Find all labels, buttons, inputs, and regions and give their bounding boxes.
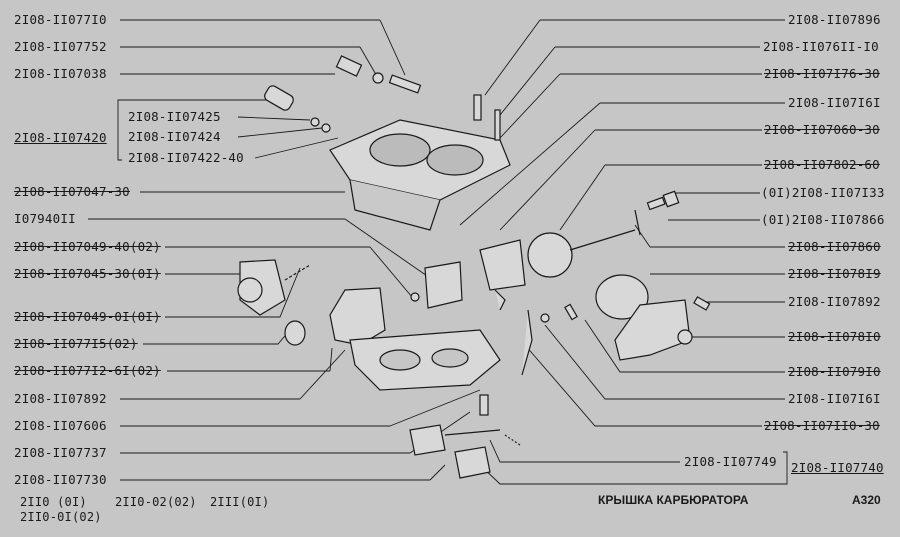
choke-housing — [329, 287, 386, 346]
leader-lines-right — [459, 19, 788, 485]
part-label-discontinued: 2I08-II078I0 — [788, 329, 881, 344]
part-label: 2I08-II07730 — [14, 472, 107, 487]
part-label-discontinued: 2I08-II077I5(02) — [14, 336, 138, 351]
part-label: 2I08-II07749 — [684, 454, 777, 469]
part-label: I07940II — [14, 211, 76, 226]
heater-ring — [595, 274, 649, 320]
part-label: 2I08-II07I6I — [788, 391, 881, 406]
heater-housing — [614, 299, 691, 361]
group-part-label: 2I08-II07424 — [128, 129, 221, 144]
group-part-label: 2I08-II07422-40 — [128, 150, 244, 165]
solenoid-valve — [409, 424, 446, 456]
part-label-discontinued: 2I08-II07860 — [788, 239, 881, 254]
part-label-discontinued: 2I08-II07045-30(0I) — [14, 266, 161, 281]
page-title: КРЫШКА КАРБЮРАТОРА — [598, 493, 749, 507]
part-label: 2I08-II07892 — [14, 391, 107, 406]
diaphragm-plug — [284, 320, 306, 346]
model-applicability: 2II0 (0I) — [20, 495, 87, 509]
choke-diaphragm — [527, 232, 573, 278]
part-label-discontinued: 2I08-II07047-30 — [14, 184, 130, 199]
part-label-discontinued: 2I08-II079I0 — [788, 364, 881, 379]
part-label-discontinued: 2I08-II07II0-30 — [764, 418, 880, 433]
group-label: 2I08-II07420 — [14, 130, 107, 145]
part-label-discontinued: 2I08-II07049-40(02) — [14, 239, 161, 254]
carburetor-parts — [237, 55, 711, 479]
page-code: A320 — [852, 493, 881, 507]
part-label-discontinued: 2I08-II078I9 — [788, 266, 881, 281]
part-label-discontinued: 2I08-II07049-0I(0I) — [14, 309, 161, 324]
part-label: 2I08-II07896 — [788, 12, 881, 27]
part-label: (0I)2I08-II07I33 — [761, 185, 885, 200]
part-label: 2I08-II077I0 — [14, 12, 107, 27]
part-label-discontinued: 2I08-II07I76-30 — [764, 66, 880, 81]
part-label: 2I08-II07892 — [788, 294, 881, 309]
part-label: 2I08-II07I6I — [788, 95, 881, 110]
group-part-label: 2I08-II07425 — [128, 109, 221, 124]
group-label: 2I08-II07740 — [791, 460, 884, 475]
model-applicability: 2III(0I) — [210, 495, 270, 509]
part-label: (0I)2I08-II07866 — [761, 212, 885, 227]
part-label: 2I08-II07737 — [14, 445, 107, 460]
model-applicability: 2II0-0I(02) — [20, 510, 102, 524]
part-label-discontinued: 2I08-II07802-60 — [764, 157, 880, 172]
carburetor-gasket — [349, 329, 501, 391]
gasket-plate — [424, 261, 463, 309]
model-applicability: 2II0-02(02) — [115, 495, 197, 509]
part-label: 2I08-II076II-I0 — [763, 39, 879, 54]
part-label-discontinued: 2I08-II077I2-6I(02) — [14, 363, 161, 378]
part-label: 2I08-II07752 — [14, 39, 107, 54]
part-label-discontinued: 2I08-II07060-30 — [764, 122, 880, 137]
part-label: 2I08-II07038 — [14, 66, 107, 81]
part-label: 2I08-II07606 — [14, 418, 107, 433]
